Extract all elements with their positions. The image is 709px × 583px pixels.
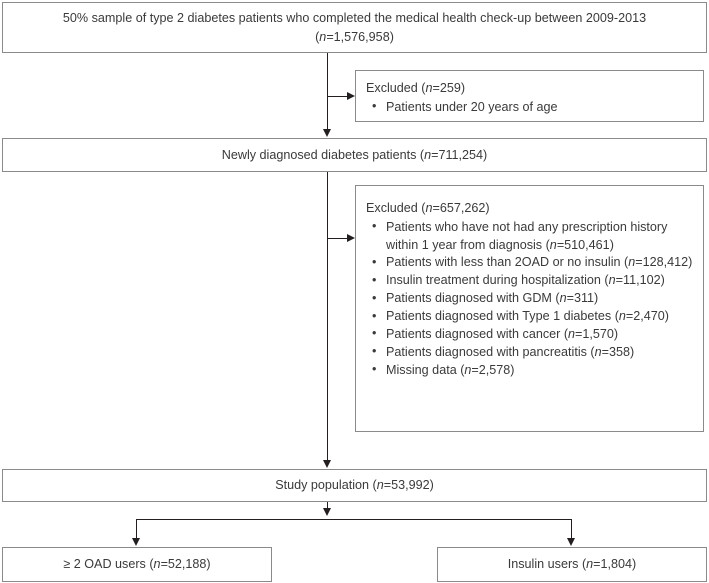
arrow-newly-to-study <box>322 460 331 468</box>
excluded-2-list: Patients who have not had any prescripti… <box>366 218 693 380</box>
excluded-2-item-2-italic-n: n <box>608 273 616 288</box>
connector-source-to-newly <box>327 53 328 130</box>
list-item: Insulin treatment during hospitalization… <box>366 272 693 290</box>
connector-trunk-to-excluded-2 <box>327 238 348 239</box>
excluded-2-item-4-line1: Patients diagnosed with Type 1 diabetes … <box>386 309 619 323</box>
node-excluded-2: Excluded (n=657,262) Patients who have n… <box>355 185 704 432</box>
list-item: Patients diagnosed with Type 1 diabetes … <box>366 308 693 326</box>
excluded-2-item-7-count: =2,578) <box>471 362 515 377</box>
list-item: Patients who have not had any prescripti… <box>366 218 693 255</box>
study-population-italic-n: n <box>376 478 384 493</box>
excluded-1-heading-text: Excluded ( <box>366 81 426 95</box>
node-source-population: 50% sample of type 2 diabetes patients w… <box>2 2 707 53</box>
source-population-count-value: =1,576,958) <box>326 29 394 44</box>
connector-split-right-drop <box>571 519 572 541</box>
excluded-2-heading-count: =657,262) <box>432 201 490 215</box>
source-population-count-italic-n: n <box>319 29 327 44</box>
list-item: Missing data (n=2,578) <box>366 361 693 380</box>
list-item: Patients with less than 2OAD or no insul… <box>366 254 693 272</box>
excluded-2-heading: Excluded (n=657,262) <box>366 200 693 218</box>
excluded-1-heading-count: =259) <box>432 81 466 95</box>
connector-newly-to-study <box>327 172 328 461</box>
excluded-2-item-3-italic-n: n <box>559 291 567 306</box>
connector-split-left-drop <box>136 519 137 541</box>
insulin-users-italic-n: n <box>586 557 594 572</box>
excluded-2-item-5-italic-n: n <box>568 326 576 341</box>
excluded-1-item-0-text: Patients under 20 years of age <box>386 99 558 114</box>
arrow-trunk-to-excluded-1 <box>347 91 355 100</box>
excluded-2-item-5-line1: Patients diagnosed with cancer ( <box>386 326 569 341</box>
newly-diagnosed-count: =711,254) <box>431 147 488 162</box>
oad-users-italic-n: n <box>153 557 161 572</box>
excluded-2-item-3-count: =311) <box>566 291 599 306</box>
study-population-text: Study population ( <box>275 478 377 493</box>
node-excluded-1: Excluded (n=259) Patients under 20 years… <box>355 70 704 122</box>
excluded-2-item-3-line1: Patients diagnosed with GDM ( <box>386 291 560 306</box>
list-item: Patients diagnosed with pancreatitis (n=… <box>366 343 693 362</box>
excluded-2-item-5-count: =1,570) <box>575 326 619 341</box>
excluded-1-heading-italic-n: n <box>425 81 433 95</box>
excluded-2-item-0-italic-n: n <box>549 237 557 252</box>
excluded-2-heading-italic-n: n <box>425 201 433 215</box>
excluded-2-item-1-line1: Patients with less than 2OAD or no insul… <box>386 255 629 270</box>
arrow-split-to-oad-users <box>131 538 140 546</box>
arrow-trunk-to-excluded-2 <box>347 233 355 242</box>
insulin-users-count: =1,804) <box>593 557 637 572</box>
excluded-2-item-1-italic-n: n <box>628 255 636 270</box>
excluded-1-heading: Excluded (n=259) <box>366 80 693 98</box>
excluded-2-item-6-italic-n: n <box>594 344 602 359</box>
list-item: Patients under 20 years of age <box>366 98 693 117</box>
node-oad-users: ≥ 2 OAD users (n=52,188) <box>2 547 272 582</box>
excluded-2-item-4-count: =2,470) <box>625 309 669 323</box>
list-item: Patients diagnosed with cancer (n=1,570) <box>366 325 693 344</box>
excluded-2-heading-text: Excluded ( <box>366 201 426 215</box>
connector-study-to-split <box>327 502 328 511</box>
excluded-2-item-0-line1: Patients who have not had any prescripti… <box>386 219 668 234</box>
excluded-2-item-0-count: =510,461) <box>556 237 614 252</box>
insulin-users-text: Insulin users ( <box>507 557 587 572</box>
node-insulin-users: Insulin users (n=1,804) <box>437 547 707 582</box>
source-population-line1: 50% sample of type 2 diabetes patients w… <box>62 11 647 26</box>
oad-users-count: =52,188) <box>160 557 211 572</box>
excluded-1-list: Patients under 20 years of age <box>366 98 693 117</box>
connector-trunk-to-excluded-1 <box>327 96 348 97</box>
connector-split-bus <box>136 519 572 520</box>
excluded-2-item-0-line2: within 1 year from diagnosis ( <box>386 237 550 252</box>
excluded-2-item-1-count: =128,412) <box>635 255 693 270</box>
arrow-study-to-split <box>322 508 331 516</box>
oad-users-text: ≥ 2 OAD users ( <box>63 557 154 572</box>
excluded-2-item-2-count: =11,102) <box>615 273 665 288</box>
excluded-2-item-4-italic-n: n <box>618 309 626 323</box>
list-item: Patients diagnosed with GDM (n=311) <box>366 290 693 308</box>
excluded-2-item-7-italic-n: n <box>464 362 472 377</box>
node-study-population: Study population (n=53,992) <box>2 469 707 502</box>
source-population-count-open: ( <box>315 29 320 44</box>
excluded-2-item-6-line1: Patients diagnosed with pancreatitis ( <box>386 344 595 359</box>
excluded-2-item-7-line1: Missing data ( <box>386 362 465 377</box>
excluded-2-item-2-line1: Insulin treatment during hospitalization… <box>386 273 609 288</box>
node-newly-diagnosed: Newly diagnosed diabetes patients (n=711… <box>2 138 707 172</box>
excluded-2-item-6-count: =358) <box>601 344 635 359</box>
arrow-source-to-newly <box>322 129 331 137</box>
newly-diagnosed-italic-n: n <box>424 147 432 162</box>
arrow-split-to-insulin-users <box>566 538 575 546</box>
study-population-count: =53,992) <box>383 478 434 493</box>
newly-diagnosed-text: Newly diagnosed diabetes patients ( <box>221 147 425 162</box>
